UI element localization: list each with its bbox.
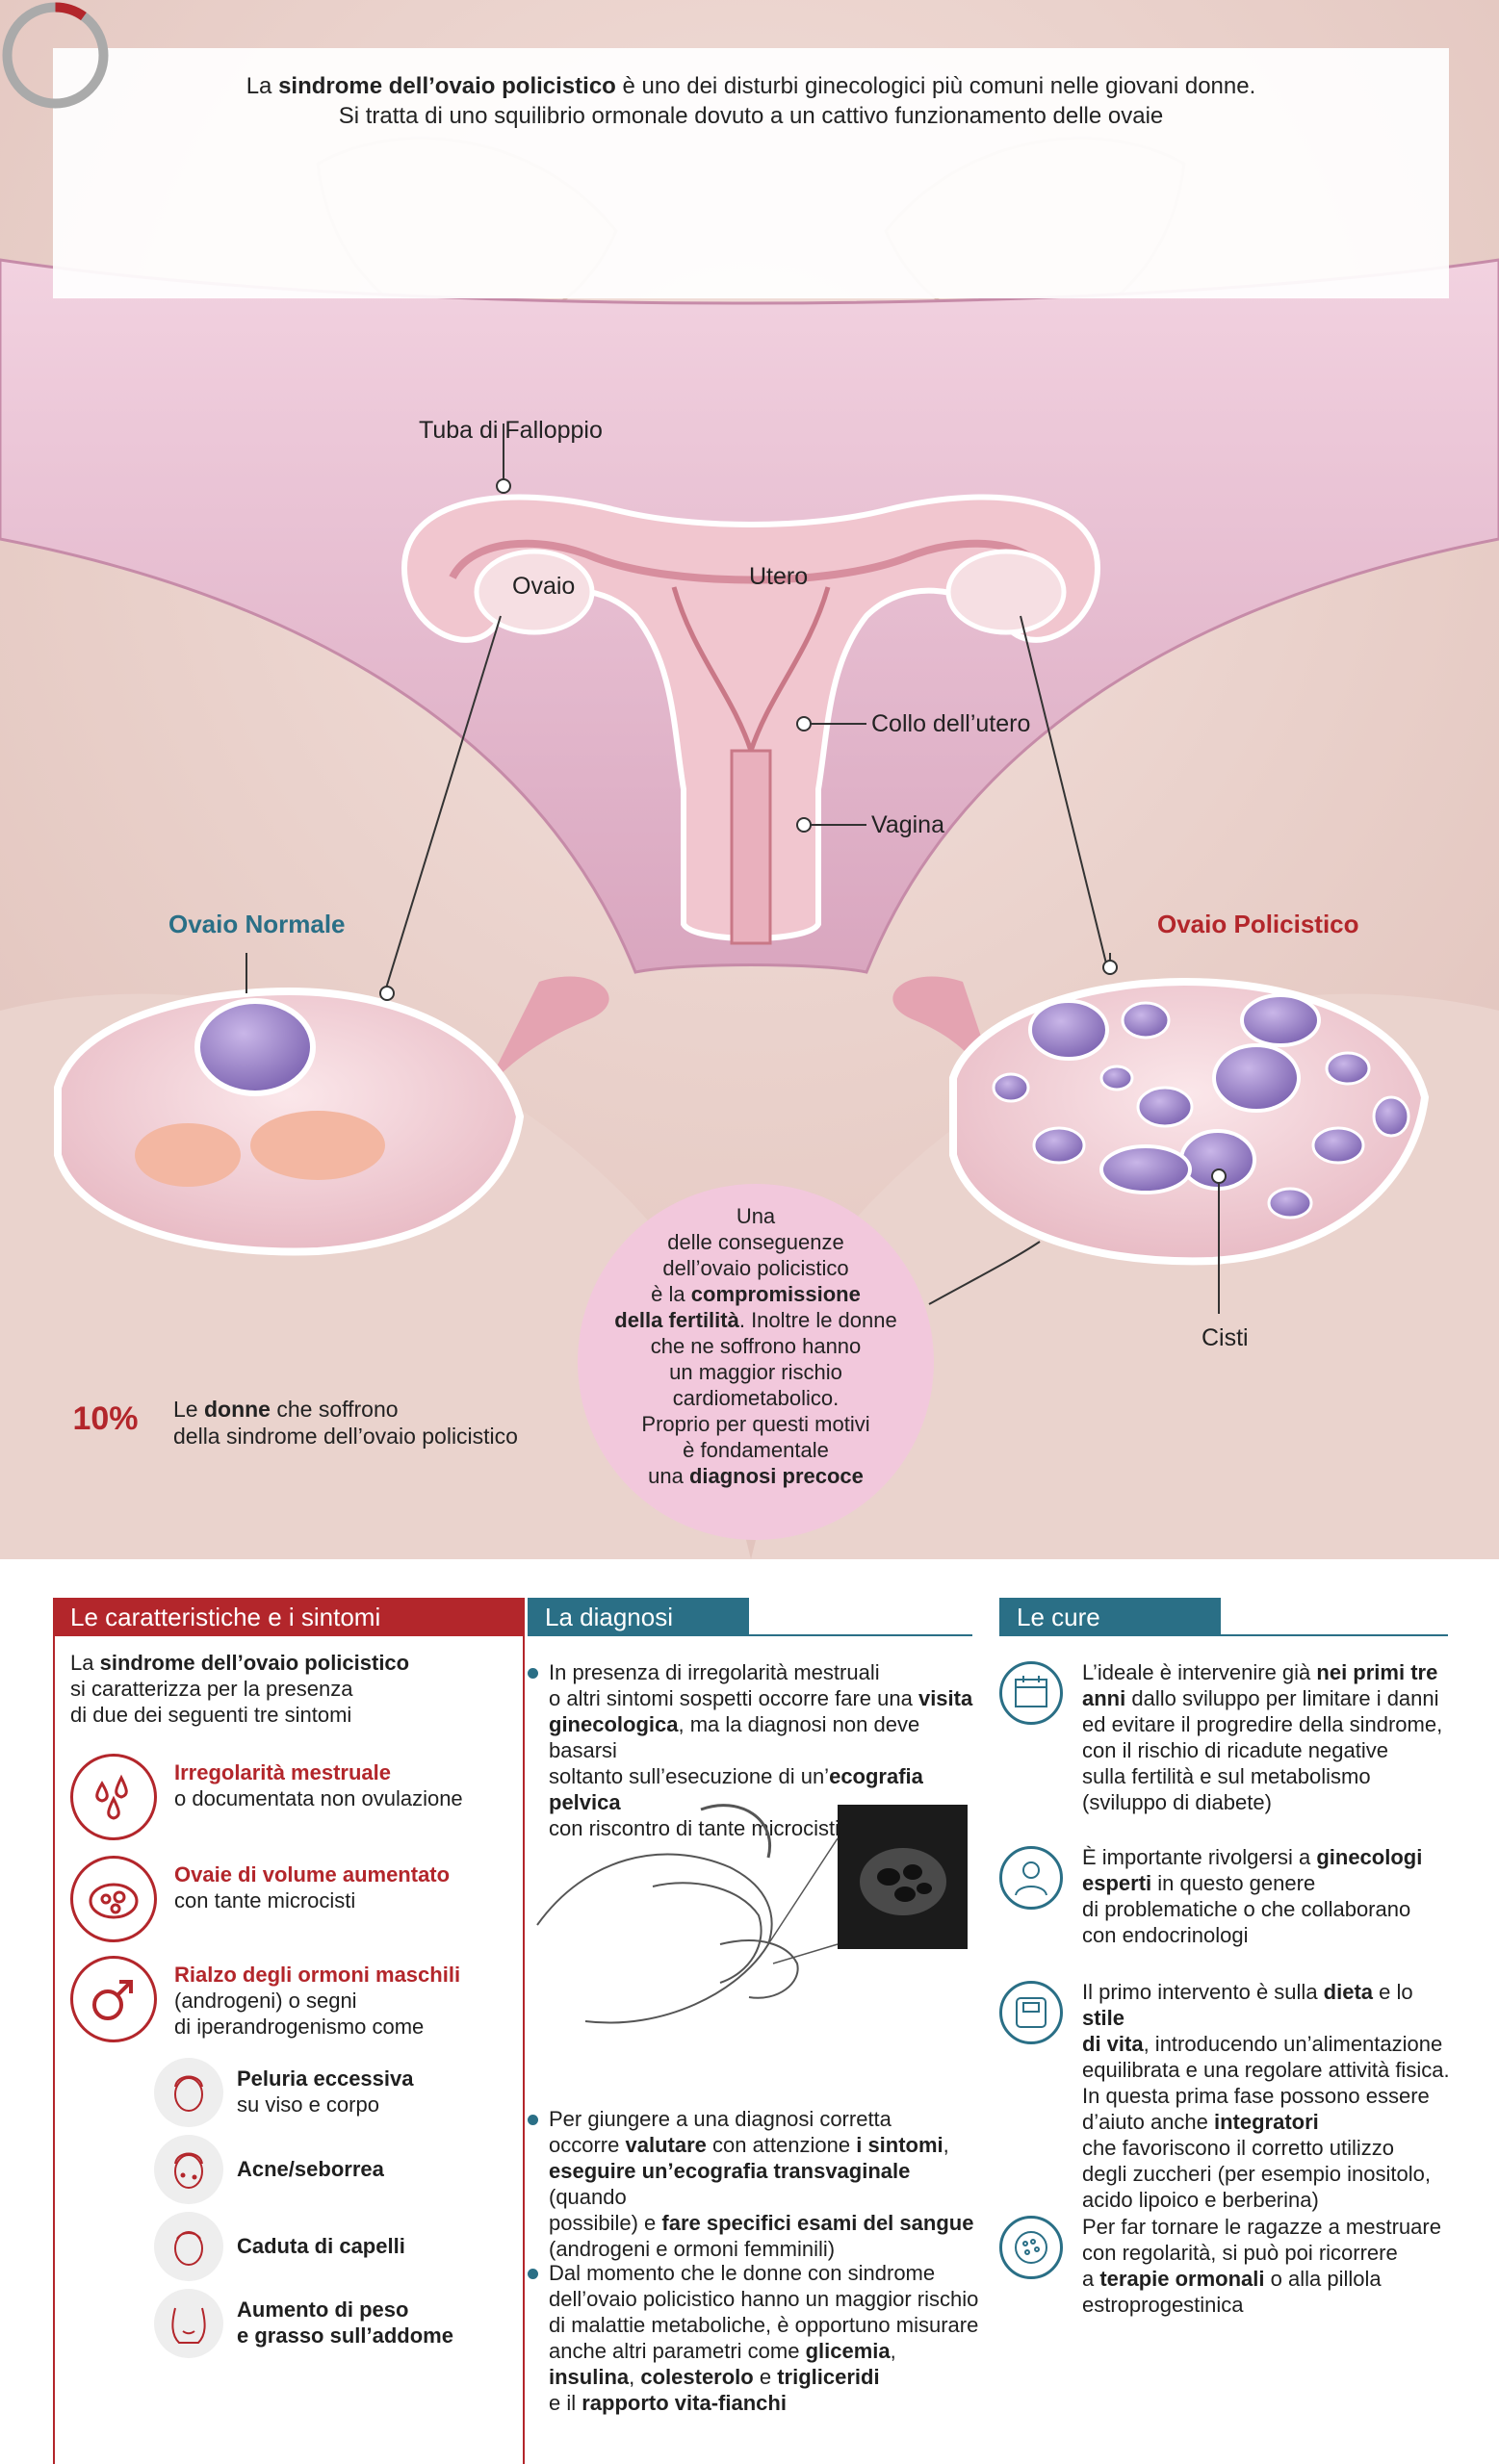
percentage-caption: Le donne che soffrono della sindrome del… <box>173 1397 518 1449</box>
consequence-text: Una delle conseguenze dell’ovaio policis… <box>614 1204 897 1488</box>
column-title: La diagnosi <box>528 1598 749 1636</box>
face-acne-icon <box>154 2135 223 2204</box>
normal-ovary-drawing <box>54 976 609 1256</box>
polycystic-ovary-drawing <box>892 976 1430 1266</box>
pill-pack-icon <box>999 2216 1063 2279</box>
belly-icon <box>154 2289 223 2358</box>
intro-text: La sindrome dell’ovaio policistico è uno… <box>246 73 1256 129</box>
label-ovaio: Ovaio <box>512 573 576 600</box>
ultrasound-illustration <box>536 1804 968 2024</box>
calendar-icon <box>999 1661 1063 1725</box>
symptom-title: Rialzo degli ormoni maschili <box>174 1963 461 1987</box>
column-header: La diagnosi <box>528 1598 972 1636</box>
scale-icon <box>999 1981 1063 2044</box>
intro-panel <box>53 48 1449 298</box>
column-frame <box>53 1636 525 2464</box>
column-title: Le caratteristiche e i sintomi <box>53 1598 525 1636</box>
label-cisti: Cisti <box>1202 1324 1249 1351</box>
symptoms-intro: La sindrome dell’ovaio policistico si ca… <box>70 1651 410 1727</box>
column-treatments: Le cure L’ideale è intervenire già nei p… <box>999 1598 1450 2445</box>
diagnosis-bullet: Dal momento che le donne con sindrome de… <box>528 2260 980 2416</box>
percentage-ring <box>2 2 109 109</box>
label-collo: Collo dell’utero <box>871 710 1031 737</box>
column-header: Le caratteristiche e i sintomi <box>53 1598 525 1636</box>
column-title: Le cure <box>999 1598 1221 1636</box>
percentage-value: 10% <box>72 1400 139 1437</box>
male-symbol-icon <box>70 1956 157 2042</box>
consequence-circle <box>578 1184 934 1540</box>
label-tuba: Tuba di Falloppio <box>419 417 603 444</box>
column-header: Le cure <box>999 1598 1448 1636</box>
hero-illustration: La sindrome dell’ovaio policistico è uno… <box>0 0 1499 1559</box>
column-symptoms: Le caratteristiche e i sintomi La sindro… <box>53 1598 525 2464</box>
ovary-icon <box>70 1856 157 1942</box>
symptom-title: Irregolarità mestruale <box>174 1760 391 1784</box>
label-vagina: Vagina <box>871 811 944 838</box>
hair-loss-icon <box>154 2212 223 2281</box>
label-ovaio-normale: Ovaio Normale <box>168 910 346 938</box>
label-utero: Utero <box>749 563 809 590</box>
doctor-icon <box>999 1846 1063 1910</box>
face-hair-icon <box>154 2058 223 2127</box>
diagnosis-bullet: Per giungere a una diagnosi corretta occ… <box>528 2106 980 2262</box>
column-diagnosis: La diagnosi In presenza di irregolarità … <box>528 1598 978 2445</box>
label-ovaio-policistico: Ovaio Policistico <box>1157 910 1359 938</box>
diagnosis-bullet: In presenza di irregolarità mestruali o … <box>528 1659 980 1841</box>
symptom-title: Ovaie di volume aumentato <box>174 1862 451 1886</box>
drops-icon <box>70 1754 157 1840</box>
